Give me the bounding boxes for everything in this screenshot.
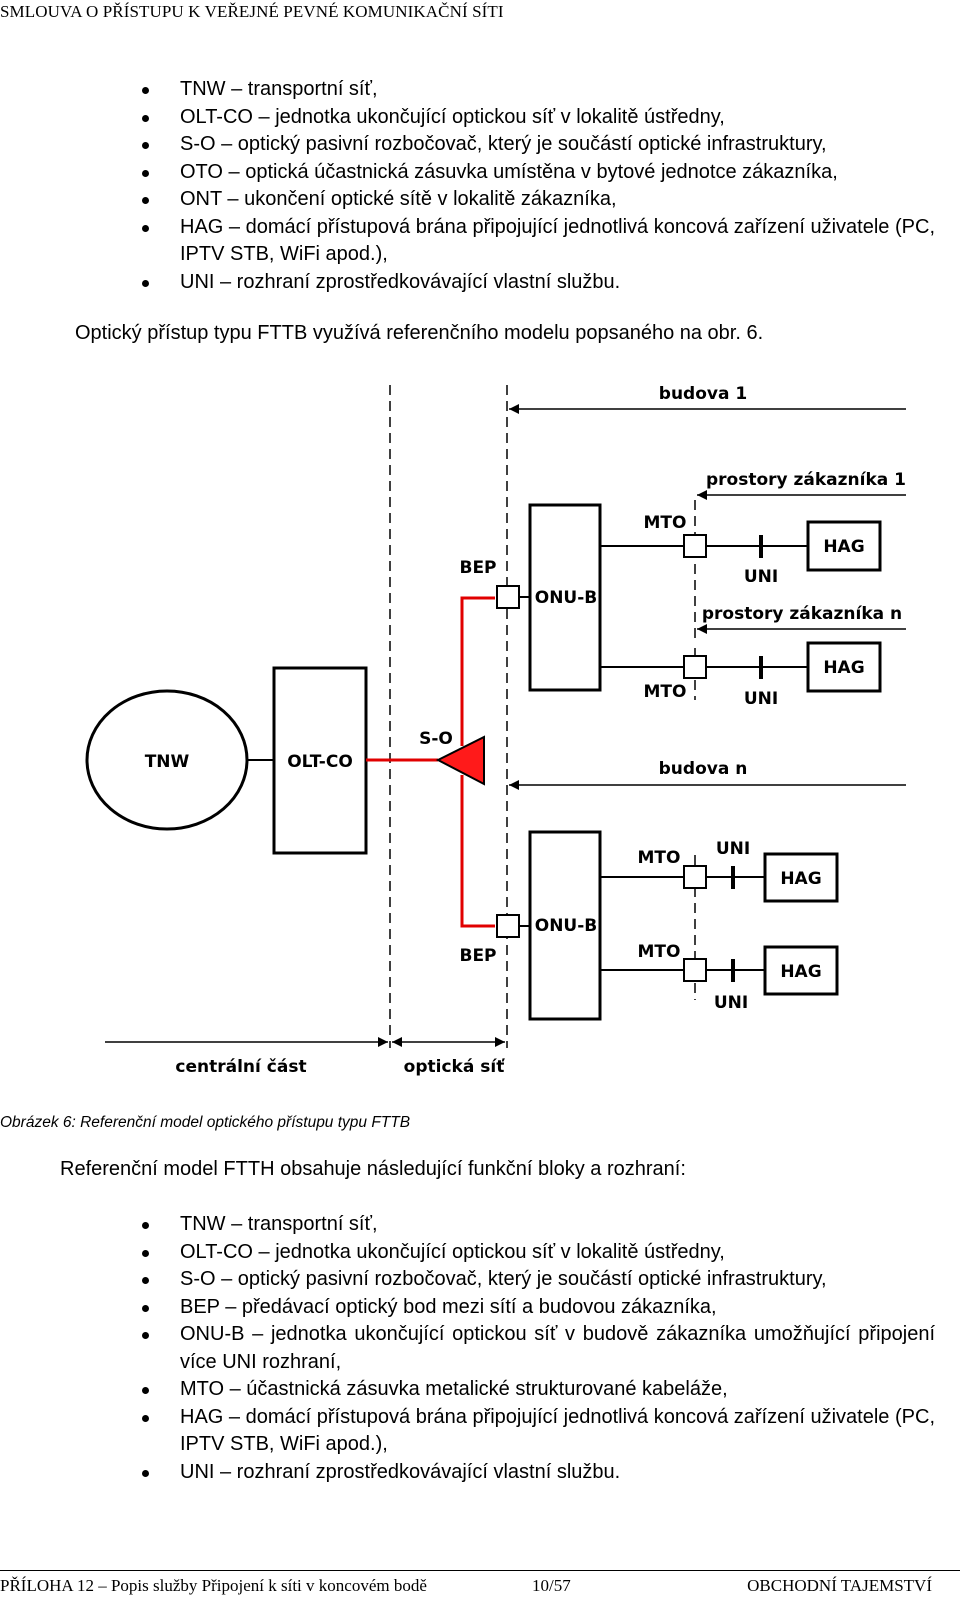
list-item: TNW – transportní síť,	[142, 76, 935, 104]
label-bep-2: BEP	[459, 946, 496, 966]
list-item: ONU-B – jednotka ukončující optickou síť…	[142, 1321, 935, 1376]
bep-connector-1	[496, 585, 520, 609]
label-mto-1: MTO	[644, 513, 687, 533]
hag-box-1	[806, 520, 882, 572]
label-prostory-1: prostory zákazníka 1	[706, 470, 906, 490]
bep-connector-2	[496, 914, 520, 938]
label-central: centrální část	[175, 1057, 306, 1077]
label-mto-2: MTO	[644, 682, 687, 702]
label-uni-4: UNI	[714, 993, 748, 1013]
label-olt-co: OLT-CO	[287, 752, 353, 772]
list-item: BEP – předávací optický bod mezi sítí a …	[142, 1294, 935, 1322]
list-item: TNW – transportní síť,	[142, 1211, 935, 1239]
footer-left: PŘÍLOHA 12 – Popis služby Připojení k sí…	[0, 1576, 427, 1595]
list-item: MTO – účastnická zásuvka metalické struk…	[142, 1376, 935, 1404]
list-item: ONT – ukončení optické sítě v lokalitě z…	[142, 186, 935, 214]
list-item: UNI – rozhraní zprostředkovávající vlast…	[142, 269, 935, 297]
mto-socket-2	[683, 655, 707, 679]
label-onu-b-1: ONU-B	[535, 588, 598, 608]
bullet-list-top: TNW – transportní síť, OLT-CO – jednotka…	[142, 76, 935, 297]
label-uni-3: UNI	[716, 839, 750, 859]
label-mto-4: MTO	[638, 942, 681, 962]
fiber-to-bep-2	[460, 775, 495, 928]
mto-socket-4	[683, 958, 707, 982]
label-bep-1: BEP	[459, 558, 496, 578]
footer-right: OBCHODNÍ TAJEMSTVÍ	[747, 1576, 932, 1595]
label-uni-2: UNI	[744, 689, 778, 709]
hag-box-4	[763, 945, 839, 996]
intro-ftth: Referenční model FTTH obsahuje následují…	[60, 1158, 686, 1180]
mto-socket-1	[683, 534, 707, 558]
label-budova-1: budova 1	[659, 384, 747, 404]
label-uni-1: UNI	[744, 567, 778, 587]
intro-fttb: Optický přístup typu FTTB využívá refere…	[75, 322, 764, 344]
fiber-to-bep-1	[460, 596, 495, 746]
onu-b-box-2	[528, 830, 602, 1021]
label-hag-2: HAG	[823, 658, 864, 678]
hag-box-2	[806, 641, 882, 693]
footer-rule	[0, 1570, 960, 1571]
label-onu-b-2: ONU-B	[535, 916, 598, 936]
label-optical: optická síť	[404, 1057, 506, 1077]
list-item: S-O – optický pasivní rozbočovač, který …	[142, 1266, 935, 1294]
mto-socket-3	[683, 865, 707, 889]
list-item: UNI – rozhraní zprostředkovávající vlast…	[142, 1459, 935, 1487]
label-hag-1: HAG	[823, 537, 864, 557]
list-item: HAG – domácí přístupová brána připojujíc…	[142, 214, 935, 269]
page-footer: PŘÍLOHA 12 – Popis služby Připojení k sí…	[0, 1570, 960, 1596]
splitter-so	[435, 735, 485, 786]
page-number: 10/57	[532, 1576, 571, 1595]
label-budova-n: budova n	[659, 759, 748, 779]
onu-b-box-1	[528, 503, 602, 692]
list-item: HAG – domácí přístupová brána připojujíc…	[142, 1404, 935, 1459]
list-item: OLT-CO – jednotka ukončující optickou sí…	[142, 1239, 935, 1267]
fttb-reference-diagram: budova 1 prostory zákazníka 1 prostory z…	[85, 384, 906, 1077]
list-item: OLT-CO – jednotka ukončující optickou sí…	[142, 104, 935, 132]
figure-caption: Obrázek 6: Referenční model optického př…	[0, 1114, 411, 1131]
list-item: S-O – optický pasivní rozbočovač, který …	[142, 131, 935, 159]
label-hag-4: HAG	[780, 962, 821, 982]
label-mto-3: MTO	[638, 848, 681, 868]
label-prostory-n: prostory zákazníka n	[702, 604, 902, 624]
page-header: SMLOUVA O PŘÍSTUPU K VEŘEJNÉ PEVNÉ KOMUN…	[0, 2, 504, 21]
hag-box-3	[763, 852, 839, 903]
label-so: S-O	[419, 729, 453, 749]
label-hag-3: HAG	[780, 869, 821, 889]
bullet-list-bottom: TNW – transportní síť, OLT-CO – jednotka…	[142, 1211, 935, 1487]
list-item: OTO – optická účastnická zásuvka umístěn…	[142, 159, 935, 187]
label-tnw: TNW	[145, 752, 190, 772]
